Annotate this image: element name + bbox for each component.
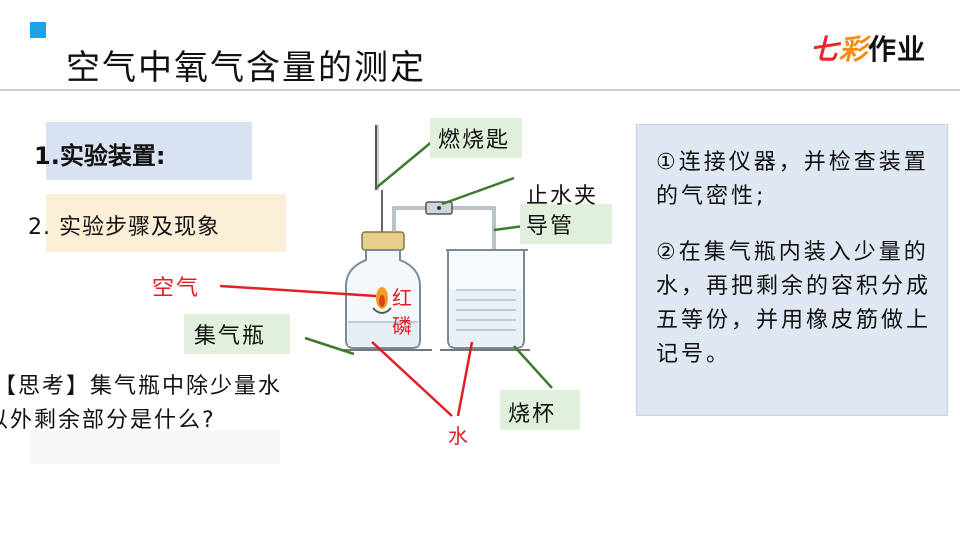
bottle-label-background bbox=[184, 314, 290, 354]
leader-bottle bbox=[304, 336, 355, 356]
bottle-water bbox=[348, 322, 418, 346]
leader-clamp bbox=[441, 176, 515, 206]
title-marker-square bbox=[30, 22, 46, 38]
label-phosphorus-1: 红 bbox=[392, 286, 414, 310]
steps-label: 2. 实验步骤及现象 bbox=[28, 215, 220, 240]
brand-logo: 七彩作业 bbox=[810, 26, 948, 70]
tube-label-background bbox=[520, 204, 612, 244]
step-1-text: ①连接仪器，并检查装置的气密性; bbox=[656, 150, 929, 209]
leader-water-beaker bbox=[456, 341, 474, 417]
label-gas-bottle: 集气瓶 bbox=[194, 324, 267, 349]
beaker-water bbox=[450, 290, 522, 346]
label-water-clamp: 止水夹 bbox=[526, 184, 599, 209]
logo-char-1: 七 bbox=[810, 33, 840, 66]
logo-char-2: 彩 bbox=[839, 33, 869, 66]
thinking-line-1: 【思考】集气瓶中除少量水 bbox=[0, 374, 283, 399]
combustion-spoon-cup bbox=[372, 307, 392, 314]
leader-beaker bbox=[513, 345, 553, 389]
label-water: 水 bbox=[448, 424, 470, 448]
apparatus-label: 1.实验装置: bbox=[34, 142, 166, 170]
leader-tube bbox=[493, 224, 525, 232]
apparatus-diagram bbox=[150, 90, 620, 450]
logo-char-3: 作业 bbox=[868, 33, 927, 66]
apparatus-label-background bbox=[46, 122, 252, 180]
label-phosphorus-2: 磷 bbox=[392, 314, 414, 338]
steps-panel bbox=[636, 124, 948, 416]
label-beaker: 烧杯 bbox=[508, 402, 557, 427]
spoon-label-background bbox=[430, 118, 522, 158]
thinking-background bbox=[30, 430, 280, 464]
label-delivery-tube: 导管 bbox=[526, 214, 575, 239]
page-title: 空气中氧气含量的测定 bbox=[66, 48, 426, 88]
steps-label-background bbox=[46, 194, 286, 252]
thinking-line-2: 以外剩余部分是什么? bbox=[0, 408, 216, 433]
label-combustion-spoon: 燃烧匙 bbox=[438, 128, 511, 153]
label-air: 空气 bbox=[152, 276, 201, 301]
bottle-stopper bbox=[361, 231, 405, 251]
title-divider bbox=[0, 89, 960, 91]
thinking-question: 【思考】集气瓶中除少量水 以外剩余部分是什么? bbox=[0, 370, 340, 438]
apparatus-drawing bbox=[219, 125, 553, 417]
beaker-label-background bbox=[500, 390, 580, 430]
leader-spoon bbox=[375, 139, 435, 189]
leader-water-bottle bbox=[371, 341, 453, 417]
leader-air bbox=[219, 284, 377, 298]
step-2-text: ②在集气瓶内装入少量的水，再把剩余的容积分成五等份，并用橡皮筋做上记号。 bbox=[656, 240, 932, 367]
